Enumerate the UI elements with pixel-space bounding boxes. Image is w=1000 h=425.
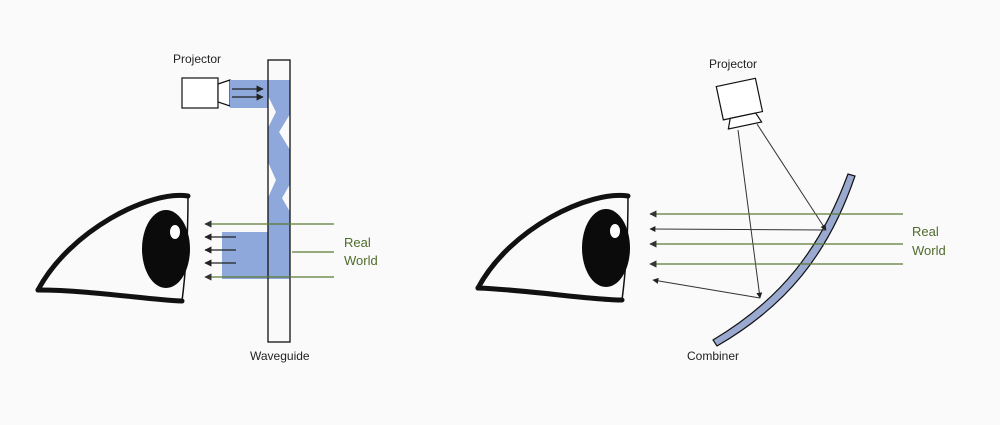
projector-icon	[715, 77, 764, 130]
projector-label: Projector	[173, 52, 221, 66]
waveguide-diagram: Projector Waveguide Real Worl	[35, 52, 378, 363]
real-world-rays	[204, 220, 334, 281]
projector-label: Projector	[709, 57, 757, 71]
eye-icon	[475, 192, 631, 303]
arrow-icon	[756, 123, 827, 231]
real-world-label-line2: World	[912, 243, 946, 258]
waveguide-light-path	[222, 80, 290, 279]
projector-icon	[181, 77, 231, 109]
arrow-icon	[649, 226, 827, 233]
real-world-label-line2: World	[344, 253, 378, 268]
image-rays	[204, 233, 236, 267]
projector-rays	[232, 85, 264, 101]
reflected-rays	[649, 226, 827, 299]
combiner-diagram: Projector Combiner Real World	[475, 57, 946, 363]
arrow-icon	[652, 277, 761, 299]
combiner-label: Combiner	[687, 349, 739, 363]
waveguide-label: Waveguide	[250, 349, 310, 363]
projector-rays	[737, 123, 827, 299]
real-world-rays	[649, 210, 903, 268]
combiner	[712, 173, 856, 347]
real-world-label-line1: Real	[912, 224, 939, 239]
eye-icon	[35, 192, 191, 304]
real-world-label-line1: Real	[344, 235, 371, 250]
waveguide	[267, 59, 291, 343]
